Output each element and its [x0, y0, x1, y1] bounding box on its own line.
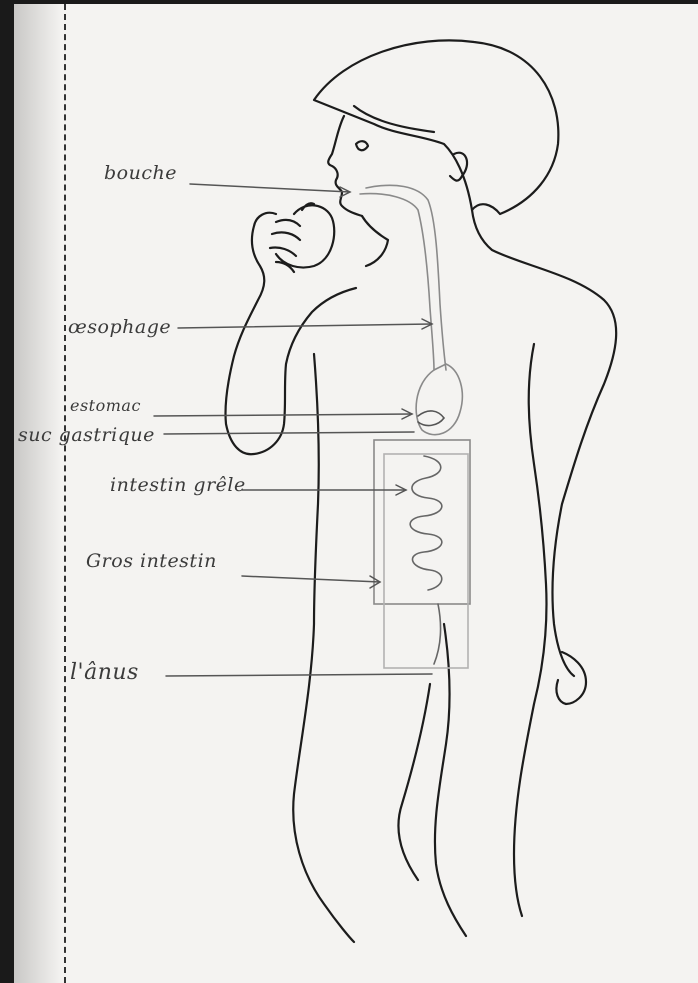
label-oesophage: œsophage	[68, 316, 171, 338]
body-outline	[225, 40, 616, 942]
oesophagus-tube-outer	[366, 185, 446, 370]
pointer-bouche	[190, 184, 350, 192]
rectum	[434, 604, 441, 664]
label-bouche: bouche	[104, 162, 177, 184]
intestine-box	[374, 440, 470, 604]
fingers	[270, 220, 300, 272]
eye	[356, 141, 368, 150]
digestive-organs	[360, 185, 470, 668]
label-intestin-grele: intestin grêle	[110, 474, 246, 496]
pointer-estomac	[154, 414, 412, 416]
label-suc-gastrique: suc gastrique	[18, 424, 155, 446]
pointer-lines	[154, 184, 432, 676]
face-profile	[328, 116, 362, 216]
label-anus: l'ânus	[70, 660, 139, 685]
back-torso-leg	[514, 344, 547, 916]
pointer-anus	[166, 674, 432, 676]
label-gros-intestin: Gros intestin	[86, 550, 217, 572]
back-shoulder-arm	[472, 210, 616, 676]
paper-sheet: bouche œsophage estomac suc gastrique in…	[14, 4, 698, 983]
pointer-gros-intestin	[242, 576, 380, 582]
neck-front	[362, 216, 388, 266]
hand-right	[556, 652, 586, 704]
stomach-gastric-scribble	[418, 411, 444, 426]
inner-leg-back	[435, 624, 466, 936]
oesophagus-tube-inner	[360, 194, 434, 370]
hair-fringe	[354, 106, 434, 132]
pointer-oesophage	[178, 324, 432, 328]
small-intestine-coils	[410, 456, 442, 590]
inner-leg-front	[399, 684, 430, 880]
label-estomac: estomac	[70, 396, 141, 415]
front-torso-leg	[293, 354, 354, 942]
arm-raised	[225, 213, 356, 454]
pointer-suc-gastrique	[164, 432, 414, 434]
apple	[276, 205, 334, 267]
hair	[314, 40, 558, 214]
